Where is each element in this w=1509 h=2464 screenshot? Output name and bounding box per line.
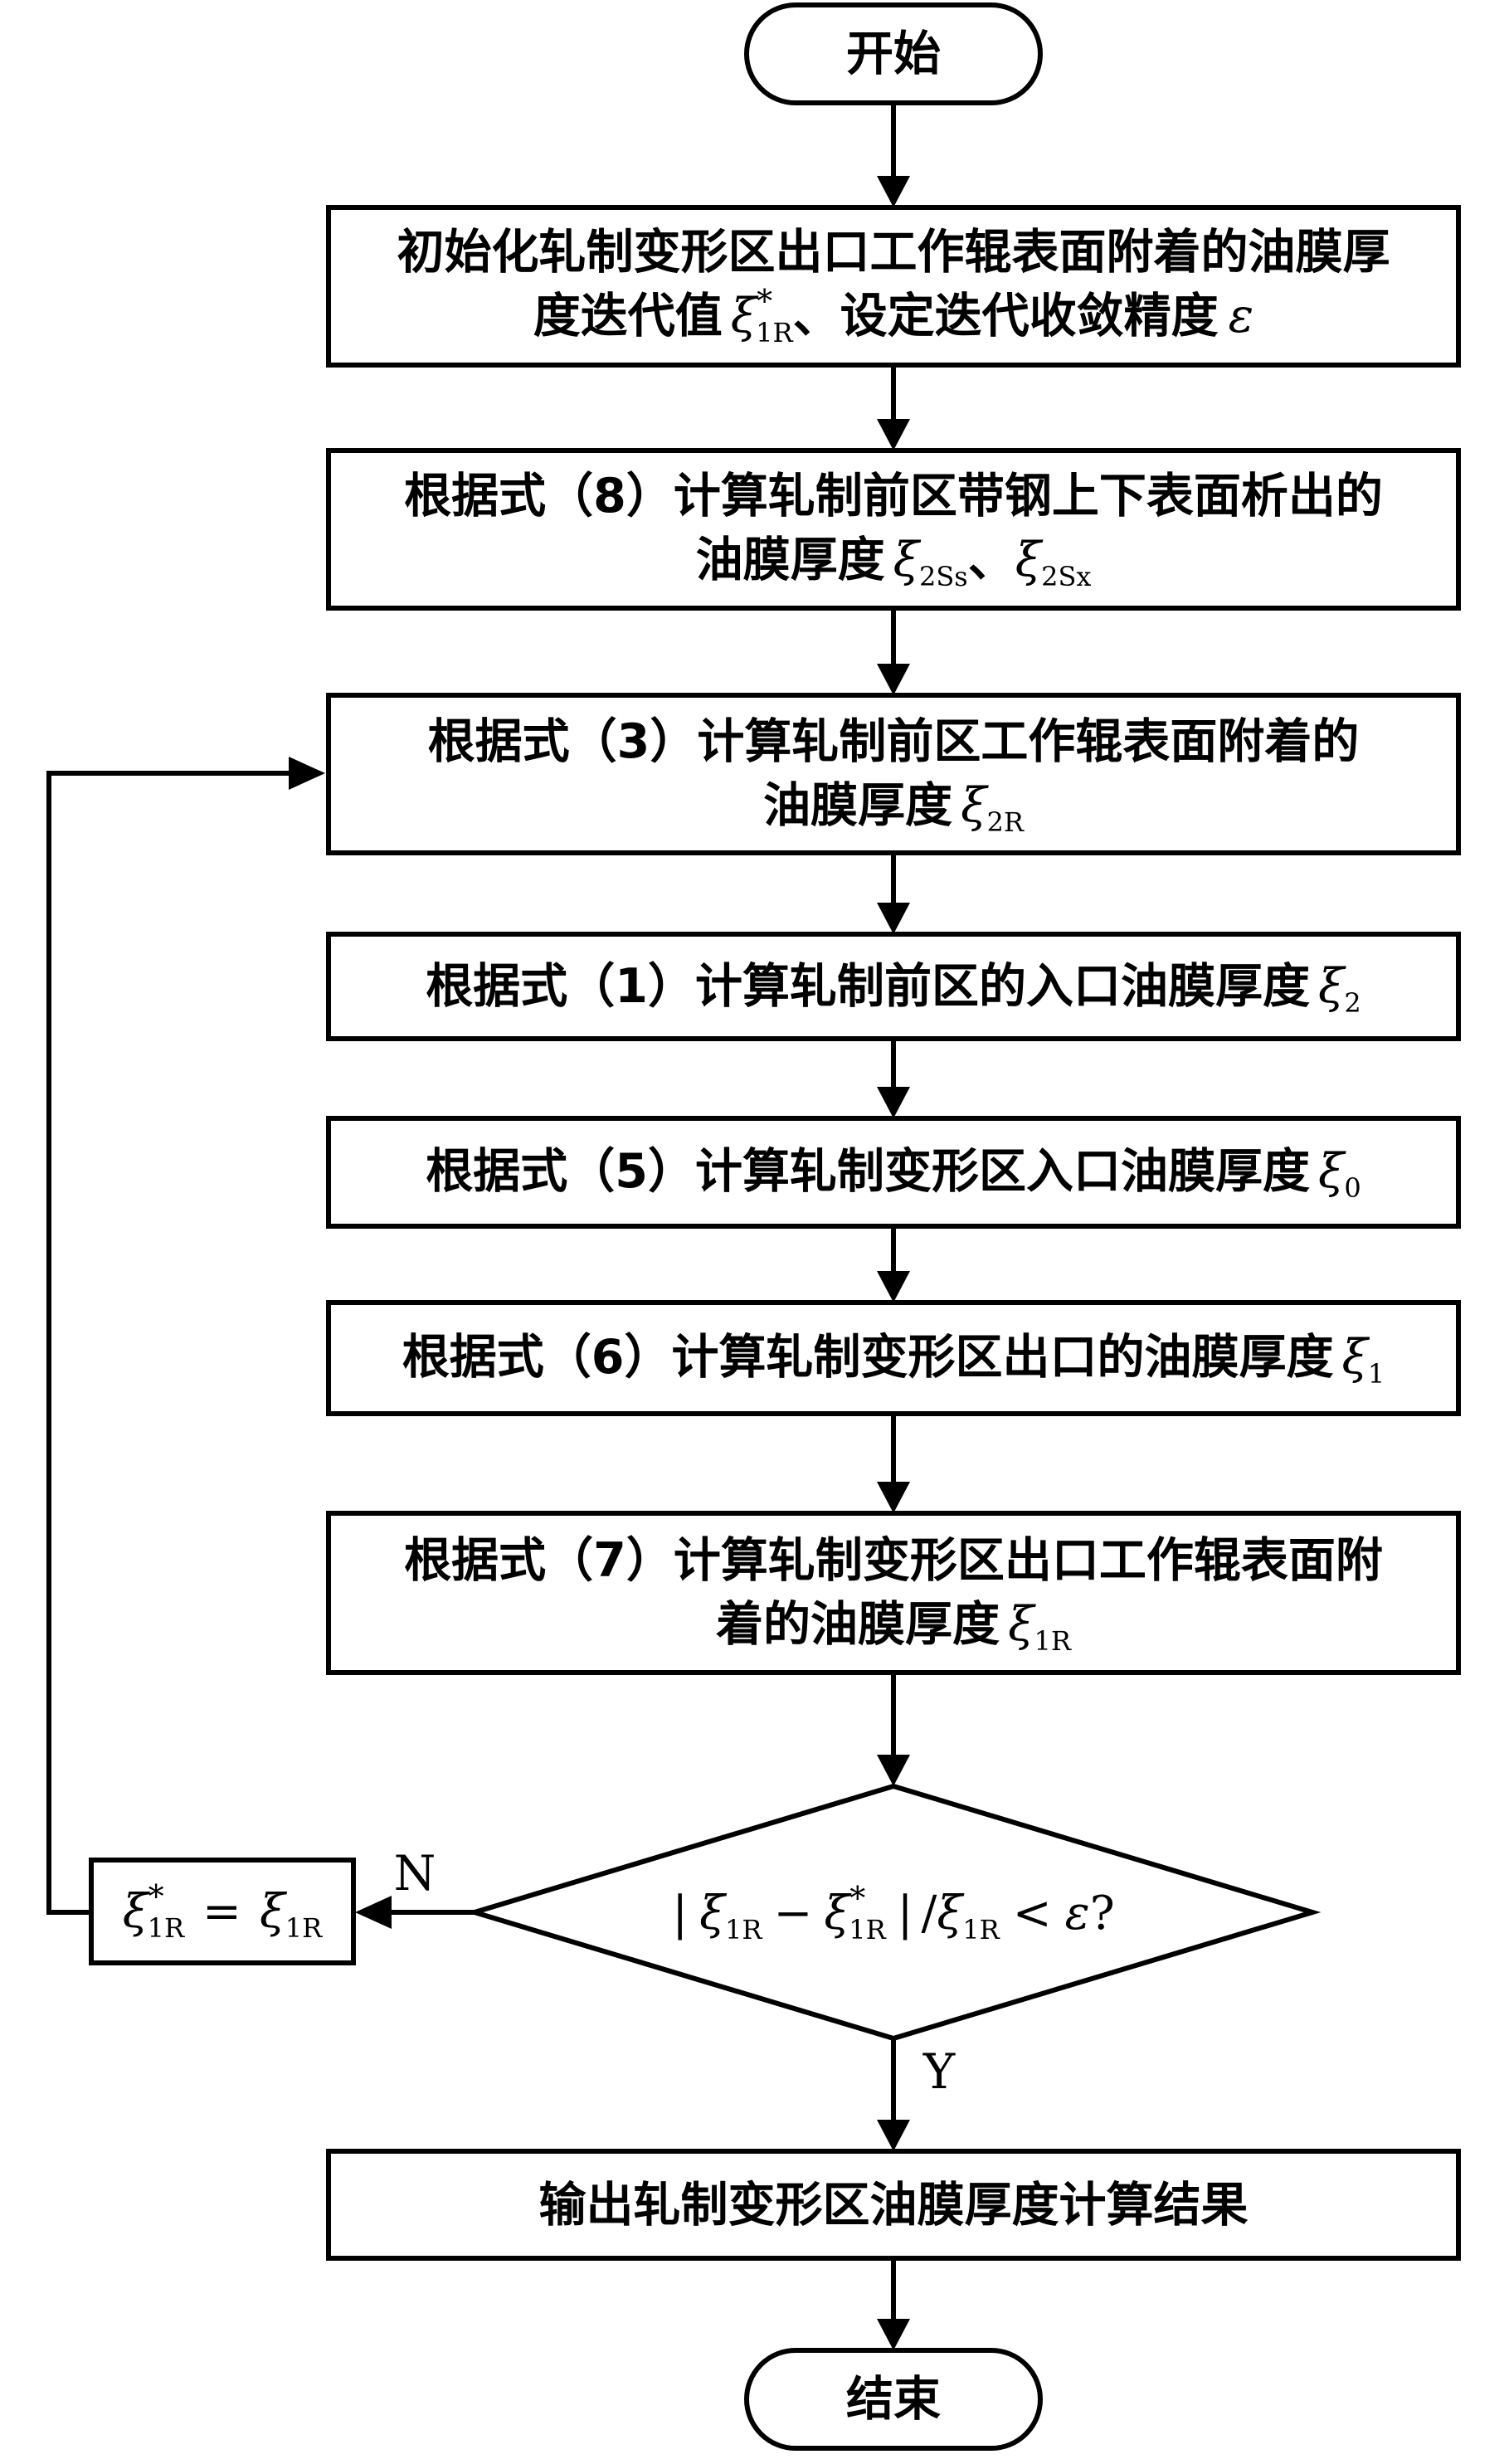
arrowhead	[355, 1896, 392, 1929]
edge-label-yes: Y	[922, 2043, 956, 2100]
end-terminator: 结束	[744, 2348, 1043, 2451]
arrowhead	[877, 1271, 910, 1303]
start-terminator: 开始	[744, 2, 1043, 105]
arrowhead	[877, 1482, 910, 1513]
process-output: 输出轧制变形区油膜厚度计算结果	[326, 2149, 1461, 2261]
step3-line1: 根据式（3）计算轧制前区工作辊表面附着的	[428, 714, 1360, 769]
arrowhead	[877, 1087, 910, 1118]
update-text: ξ*1R=ξ1R	[123, 1878, 323, 1944]
arrowhead	[877, 419, 910, 450]
arrowhead	[877, 176, 910, 207]
arrowhead	[289, 757, 325, 790]
decision-convergence: |ξ1R−ξ*1R|/ξ1R<ε?	[465, 1783, 1322, 2042]
arrowhead	[877, 1755, 910, 1786]
process-update: ξ*1R=ξ1R	[89, 1858, 356, 1965]
edge-label-no: N	[394, 1845, 436, 1902]
edges	[46, 103, 910, 2350]
edge-loop-back	[46, 771, 299, 1915]
end-label: 结束	[846, 2372, 941, 2427]
start-label: 开始	[846, 27, 941, 81]
step7-line1: 根据式（7）计算轧制变形区出口工作辊表面附	[404, 1533, 1383, 1588]
arrowhead	[877, 2319, 910, 2350]
init-line1: 初始化轧制变形区出口工作辊表面附着的油膜厚	[397, 225, 1390, 280]
arrowhead	[877, 903, 910, 934]
output-label: 输出轧制变形区油膜厚度计算结果	[539, 2178, 1249, 2233]
step8-line1: 根据式（8）计算轧制前区带钢上下表面析出的	[404, 469, 1383, 523]
decision-text: |ξ1R−ξ*1R|/ξ1R<ε?	[672, 1880, 1114, 1945]
arrowhead	[877, 2120, 910, 2151]
arrowhead	[877, 664, 910, 695]
